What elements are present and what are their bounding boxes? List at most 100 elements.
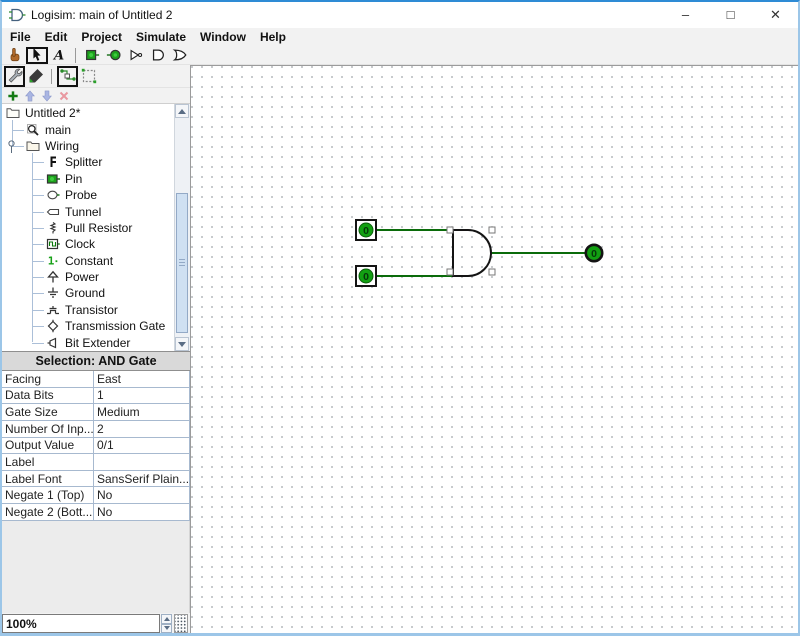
menu-window[interactable]: Window (200, 30, 246, 44)
pin-value: 0 (363, 225, 369, 237)
minimize-button[interactable]: – (681, 7, 690, 22)
tree-item-clock[interactable]: Clock (2, 236, 175, 252)
zoom-decrease-button[interactable] (161, 623, 172, 633)
attribute-value[interactable]: SansSerif Plain... (97, 471, 189, 486)
edit-layout-button[interactable] (4, 65, 25, 87)
selection-handle[interactable] (488, 226, 496, 234)
tree-item-transistor[interactable]: Transistor (2, 302, 175, 318)
input-pin-1[interactable]: 0 (355, 219, 377, 241)
menu-file[interactable]: File (10, 30, 31, 44)
and-gate[interactable] (452, 229, 492, 277)
remove-circuit-button[interactable] (55, 89, 72, 103)
output-pin[interactable]: 0 (584, 243, 604, 263)
move-circuit-up-button[interactable] (21, 89, 38, 103)
tree-guide-line (12, 120, 13, 146)
attribute-value[interactable]: East (97, 371, 122, 386)
tree-item-splitter[interactable]: Splitter (2, 154, 175, 170)
toolbar-separator (51, 68, 52, 84)
selection-handles[interactable] (446, 226, 496, 276)
attribute-value[interactable]: 0/1 (97, 438, 114, 453)
attribute-value[interactable]: 1 (97, 388, 104, 403)
close-button[interactable]: ✕ (770, 7, 781, 22)
attribute-row-label: Label (2, 454, 189, 471)
add-circuit-button[interactable] (4, 89, 21, 103)
title-bar[interactable]: Logisim: main of Untitled 2 –□✕ (2, 2, 798, 28)
add-input-pin-button[interactable] (81, 47, 103, 64)
tree-item-main[interactable]: main (2, 121, 175, 137)
project-icon (6, 106, 20, 120)
selection-handle[interactable] (488, 268, 496, 276)
scroll-down-button[interactable] (175, 337, 189, 351)
menu-edit[interactable]: Edit (44, 30, 68, 44)
pin-icon (46, 172, 60, 186)
tree-item-ground[interactable]: Ground (2, 285, 175, 301)
tree-item-label: Transistor (65, 302, 118, 317)
tree-item-label: Wiring (45, 138, 80, 153)
attribute-value[interactable]: Medium (97, 405, 140, 420)
probe-icon (46, 188, 60, 202)
delete-x-icon (57, 89, 71, 103)
tree-item-label: Splitter (65, 155, 103, 170)
tree-item-label: Pull Resistor (65, 220, 133, 235)
move-circuit-down-button[interactable] (38, 89, 55, 103)
or-gate-icon (172, 47, 188, 63)
tree-item-power[interactable]: Power (2, 269, 175, 285)
tree-item-pin[interactable]: Pin (2, 171, 175, 187)
tree-item-untitled-2[interactable]: Untitled 2* (2, 105, 175, 121)
poke-tool-button[interactable] (4, 47, 26, 64)
tree-item-pull-resistor[interactable]: Pull Resistor (2, 220, 175, 236)
attribute-value[interactable]: No (97, 504, 113, 519)
input-pin-2[interactable]: 0 (355, 265, 377, 287)
tree-item-wiring[interactable]: Wiring (2, 138, 175, 154)
zoom-spinner (161, 614, 172, 633)
text-tool-button[interactable]: A (48, 47, 70, 64)
add-or-gate-button[interactable] (169, 47, 191, 64)
edit-appearance-button[interactable] (25, 66, 46, 87)
add-not-gate-button[interactable] (125, 47, 147, 64)
selection-handle[interactable] (446, 226, 454, 234)
attribute-value[interactable]: 2 (97, 421, 104, 436)
view-appearance-button[interactable] (78, 66, 99, 87)
menu-bar: File Edit Project Simulate Window Help (2, 28, 798, 46)
attribute-name: Facing (2, 371, 94, 387)
attribute-row-negate-2-bott: Negate 2 (Bott...No (2, 504, 189, 521)
zoom-increase-button[interactable] (161, 614, 172, 624)
tree-item-transmission-gate[interactable]: Transmission Gate (2, 318, 175, 334)
circuit-canvas[interactable]: 0 0 0 (190, 65, 798, 633)
pull-resistor-icon (46, 221, 60, 235)
main-toolbar: A (2, 46, 798, 65)
show-grid-toggle[interactable] (174, 614, 188, 633)
scrollbar-thumb[interactable] (176, 193, 188, 333)
tree-item-bit-extender[interactable]: Bit Extender (2, 334, 175, 350)
tree-item-tunnel[interactable]: Tunnel (2, 203, 175, 219)
tree-item-label: Untitled 2* (25, 106, 81, 121)
collapse-handle-icon[interactable] (7, 140, 16, 158)
edit-tool-button[interactable] (26, 46, 48, 64)
tree-item-probe[interactable]: Probe (2, 187, 175, 203)
bit-extender-icon (46, 336, 60, 350)
tree-item-label: Constant (65, 253, 114, 268)
menu-simulate[interactable]: Simulate (136, 30, 187, 44)
view-layout-button[interactable] (57, 65, 78, 87)
add-output-pin-button[interactable] (103, 47, 125, 64)
transistor-icon (46, 303, 60, 317)
zoom-level-select[interactable]: 100% (2, 614, 160, 633)
maximize-button[interactable]: □ (726, 7, 735, 22)
add-and-gate-button[interactable] (147, 47, 169, 64)
menu-project[interactable]: Project (81, 30, 123, 44)
clock-icon (46, 237, 60, 251)
circuit-drawing: 0 0 0 (355, 219, 604, 287)
tree-item-label: Bit Extender (65, 335, 131, 350)
menu-help[interactable]: Help (259, 30, 286, 44)
tree-scrollbar[interactable] (174, 104, 190, 351)
attribute-value[interactable]: No (97, 488, 113, 503)
attribute-name: Label Font (2, 470, 94, 487)
selection-handle[interactable] (446, 268, 454, 276)
scroll-up-button[interactable] (175, 104, 189, 118)
